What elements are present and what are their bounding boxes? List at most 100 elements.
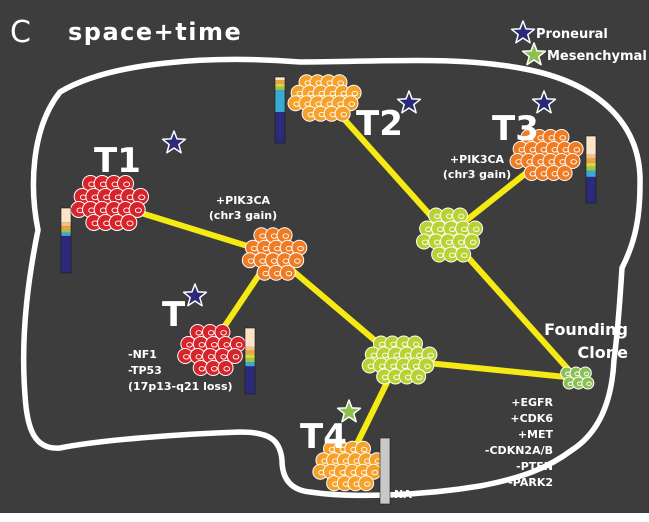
subtype-stars xyxy=(161,20,557,423)
annotation-line: +PIK3CA xyxy=(216,194,271,207)
cell-nucleus xyxy=(211,366,218,372)
t2-proneural-star-icon xyxy=(396,90,422,114)
cell xyxy=(467,220,484,237)
cell-nucleus xyxy=(427,352,434,358)
cell-nucleus xyxy=(416,374,423,380)
cell xyxy=(334,105,351,122)
cell xyxy=(581,376,595,390)
cell-nucleus xyxy=(412,341,420,347)
bar-segment xyxy=(586,162,596,167)
bar-segment xyxy=(245,354,255,359)
bar-segment xyxy=(61,226,71,230)
cell-nucleus xyxy=(285,270,293,277)
annotation-t-losses: -NF1 -TP53 (17p13-q21 loss) xyxy=(128,348,233,393)
na-label: NA xyxy=(394,488,412,501)
bar-segment xyxy=(61,208,71,223)
cell-nucleus xyxy=(195,330,203,336)
bar-segment xyxy=(275,77,285,81)
annotation-line: +PIK3CA xyxy=(450,153,505,166)
cell-nucleus xyxy=(351,90,359,97)
cell xyxy=(217,360,234,376)
cell-nucleus xyxy=(371,469,379,476)
cell xyxy=(410,368,427,385)
cell xyxy=(452,207,468,224)
legend-mesenchymal-star-icon xyxy=(521,42,547,66)
t4-mesenchymal-star-icon xyxy=(336,399,362,423)
cell-nucleus xyxy=(211,342,218,348)
cell xyxy=(418,357,435,374)
cell-nucleus xyxy=(195,354,203,360)
bar-segment xyxy=(61,235,71,273)
bar-segment xyxy=(275,90,285,112)
t1-cluster xyxy=(70,175,150,231)
cell-nucleus xyxy=(469,239,477,246)
na-bar xyxy=(379,437,391,505)
t-bar xyxy=(244,327,256,395)
brain-outline xyxy=(20,56,643,499)
cell-nucleus xyxy=(223,366,231,372)
panel-title: space+time xyxy=(68,18,242,46)
cell-clusters xyxy=(70,74,595,492)
bar-frame xyxy=(244,327,256,395)
annotation-line: -PTEN xyxy=(516,460,553,473)
bar-segment xyxy=(586,154,596,159)
t1-bar xyxy=(60,207,72,274)
cell xyxy=(556,165,573,181)
cell xyxy=(128,201,146,218)
cell-nucleus xyxy=(559,135,567,141)
cell xyxy=(226,348,243,364)
edge-t2-right xyxy=(324,97,451,238)
cell-nucleus xyxy=(183,354,190,360)
bar-segment xyxy=(245,328,255,347)
cell-nucleus xyxy=(198,342,206,348)
annotation-founding-clone: Founding Clone xyxy=(544,320,628,362)
tumor-label-t1: T1 xyxy=(94,141,141,181)
bar-segment xyxy=(61,232,71,236)
cell-nucleus xyxy=(198,366,206,372)
bar-segment xyxy=(275,83,285,87)
cell-nucleus xyxy=(424,363,431,369)
cell-nucleus xyxy=(235,342,243,348)
cell-nucleus xyxy=(586,381,592,387)
bar-frame xyxy=(585,135,597,204)
cell-nucleus xyxy=(457,213,465,220)
panel-letter: C xyxy=(10,15,31,50)
tumor-label-t3: T3 xyxy=(492,109,539,149)
annotation-line: +EGFR xyxy=(511,396,553,409)
cell xyxy=(279,264,296,281)
bar-segment xyxy=(245,346,255,351)
annotation-line: -CDKN2A/B xyxy=(485,444,553,457)
cell xyxy=(358,475,375,492)
cell-nucleus xyxy=(220,354,227,360)
center-cluster xyxy=(241,227,308,281)
cell-nucleus xyxy=(340,111,348,118)
bar-frame xyxy=(379,437,391,505)
cell-nucleus xyxy=(473,226,480,233)
legend-mesenchymal-label: Mesenchymal xyxy=(547,49,647,64)
cell-nucleus xyxy=(138,194,146,201)
annotation-line: Founding xyxy=(544,320,628,339)
annotation-line: (chr3 gain) xyxy=(443,168,511,181)
bar-segment xyxy=(380,438,390,504)
cell-nucleus xyxy=(461,252,468,259)
annotation-line: Clone xyxy=(578,343,629,362)
t3-bar xyxy=(585,135,597,204)
cell-nucleus xyxy=(134,207,142,214)
t1-proneural-star-icon xyxy=(161,130,187,154)
cell-nucleus xyxy=(360,446,368,453)
bar-segment xyxy=(586,170,596,177)
bar-segment xyxy=(245,350,255,355)
cell-nucleus xyxy=(186,342,193,348)
annotation-line: (chr3 gain) xyxy=(209,209,277,222)
clonality-bars xyxy=(60,76,597,505)
bar-segment xyxy=(245,358,255,363)
annotation-line: +MET xyxy=(518,428,554,441)
cell-nucleus xyxy=(573,147,581,153)
bar-segment xyxy=(275,86,285,91)
bar-frame xyxy=(274,76,286,144)
cell xyxy=(455,246,472,263)
cell-nucleus xyxy=(207,330,215,336)
annotation-t3-pik3ca: +PIK3CA (chr3 gain) xyxy=(443,153,511,181)
tumor-label-t2: T2 xyxy=(356,104,403,144)
